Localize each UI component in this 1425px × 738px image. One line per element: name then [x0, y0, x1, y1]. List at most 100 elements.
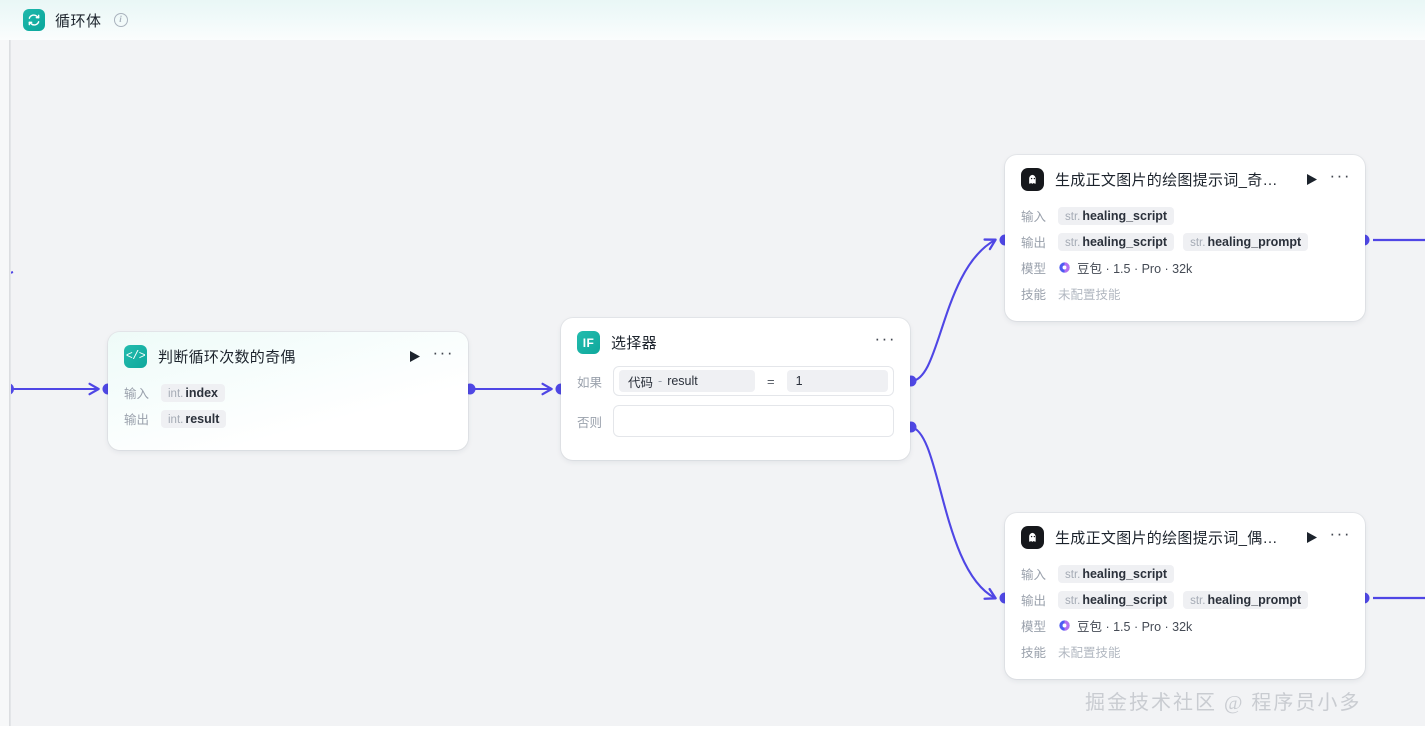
more-options-icon[interactable]: ··· [432, 343, 454, 362]
condition-else-label: 否则 [577, 415, 603, 430]
chip-name: healing_prompt [1207, 234, 1302, 249]
condition-if-box[interactable]: 代码 - result = 1 [613, 366, 894, 396]
llm-odd-row-output: 输出 str.healing_script str.healing_prompt [1021, 232, 1349, 251]
model-value: 豆包 · 1.5 · Pro · 32k [1058, 616, 1192, 635]
node-code-body: 输入 int.index 输出 int.result [108, 383, 468, 442]
chip-type: str. [1065, 568, 1081, 581]
info-icon[interactable]: i [113, 13, 128, 27]
chip-healing-prompt-out: str.healing_prompt [1183, 232, 1309, 251]
node-code-row-input: 输入 int.index [124, 383, 452, 402]
node-condition-title: 选择器 [611, 335, 657, 352]
llm-odd-row-model: 模型 豆包 · 1.5 · Pro · 32k [1021, 258, 1349, 277]
condition-right-value: 1 [795, 374, 803, 388]
chip-healing-prompt-out: str.healing_prompt [1183, 590, 1309, 609]
condition-else-box[interactable] [613, 405, 894, 437]
model-name: 豆包 · 1.5 · Pro · 32k [1077, 620, 1193, 634]
row-label-input: 输入 [1021, 210, 1047, 224]
node-llm-even-body: 输入 str.healing_script 输出 str.healing_scr… [1005, 564, 1365, 675]
model-value: 豆包 · 1.5 · Pro · 32k [1058, 258, 1192, 277]
node-llm-odd-title: 生成正文图片的绘图提示词_奇… [1055, 172, 1278, 189]
chip-healing-script-out: str.healing_script [1058, 232, 1175, 251]
canvas-bottom-gutter [0, 726, 1425, 738]
more-options-icon[interactable]: ··· [874, 329, 896, 348]
more-options-icon[interactable]: ··· [1329, 166, 1351, 185]
chip-type: str. [1190, 236, 1206, 249]
condition-if-row: 如果 代码 - result = 1 [577, 366, 894, 396]
node-condition[interactable]: IF 选择器 ··· 如果 代码 - result = [561, 318, 910, 460]
condition-left-source: 代码 [628, 375, 654, 390]
run-icon[interactable] [1305, 173, 1319, 187]
chip-healing-script-in: str.healing_script [1058, 206, 1175, 225]
doubao-logo-icon [1059, 620, 1070, 631]
page-title: 循环体 [55, 12, 102, 30]
row-label-output: 输出 [1021, 594, 1047, 608]
condition-else-row: 否则 [577, 405, 894, 437]
edge-condition-true-to-llm-odd [910, 238, 997, 383]
ghost-icon [1021, 168, 1044, 191]
code-icon-glyph: </> [125, 350, 146, 363]
node-code-header: </> 判断循环次数的奇偶 ··· [108, 332, 468, 376]
chip-type: str. [1065, 210, 1081, 223]
model-name: 豆包 · 1.5 · Pro · 32k [1077, 262, 1193, 276]
run-icon[interactable] [1305, 531, 1319, 545]
node-llm-odd-body: 输入 str.healing_script 输出 str.healing_scr… [1005, 206, 1365, 317]
chip-name: index [185, 385, 218, 400]
node-condition-body: 如果 代码 - result = 1 否则 [561, 366, 910, 451]
doubao-logo-icon [1059, 262, 1070, 273]
chip-healing-script-out: str.healing_script [1058, 590, 1175, 609]
chip-name: healing_script [1082, 566, 1168, 581]
row-label-model: 模型 [1021, 620, 1047, 634]
node-code[interactable]: </> 判断循环次数的奇偶 ··· 输入 int.index 输出 [108, 332, 468, 450]
canvas-left-gutter [0, 40, 10, 738]
workflow-canvas[interactable]: </> 判断循环次数的奇偶 ··· 输入 int.index 输出 [10, 40, 1425, 726]
skill-value: 未配置技能 [1058, 288, 1121, 302]
llm-even-row-model: 模型 豆包 · 1.5 · Pro · 32k [1021, 616, 1349, 635]
row-label-input: 输入 [124, 387, 150, 401]
ghost-icon [1021, 526, 1044, 549]
chip-type: int. [168, 387, 184, 400]
condition-operator[interactable]: = [767, 373, 775, 389]
row-label-output: 输出 [124, 413, 150, 427]
chip-type: str. [1065, 594, 1081, 607]
llm-even-row-input: 输入 str.healing_script [1021, 564, 1349, 583]
node-llm-odd-header: 生成正文图片的绘图提示词_奇… ··· [1005, 155, 1365, 199]
node-code-title: 判断循环次数的奇偶 [158, 349, 296, 366]
row-label-skill: 技能 [1021, 288, 1047, 302]
llm-odd-row-input: 输入 str.healing_script [1021, 206, 1349, 225]
skill-value: 未配置技能 [1058, 646, 1121, 660]
node-condition-header: IF 选择器 ··· [561, 318, 910, 362]
more-options-icon[interactable]: ··· [1329, 524, 1351, 543]
chip-name: healing_script [1082, 234, 1168, 249]
node-code-row-output: 输出 int.result [124, 409, 452, 428]
edge-condition-false-to-llm-even [910, 425, 997, 600]
port-canvas-entry [11, 383, 14, 395]
if-icon: IF [577, 331, 600, 354]
condition-left-value: result [667, 374, 698, 388]
condition-left-dash: - [658, 374, 663, 388]
llm-odd-row-skill: 技能 未配置技能 [1021, 284, 1349, 303]
llm-even-row-skill: 技能 未配置技能 [1021, 642, 1349, 661]
node-llm-even[interactable]: 生成正文图片的绘图提示词_偶… ··· 输入 str.healing_scrip… [1005, 513, 1365, 679]
llm-even-row-output: 输出 str.healing_script str.healing_prompt [1021, 590, 1349, 609]
node-llm-even-title: 生成正文图片的绘图提示词_偶… [1055, 530, 1278, 547]
chip-name: healing_script [1082, 592, 1168, 607]
run-icon[interactable] [408, 350, 422, 364]
chip-healing-script-in: str.healing_script [1058, 564, 1175, 583]
edge-incoming-stub [11, 271, 14, 274]
row-label-output: 输出 [1021, 236, 1047, 250]
app-header: 循环体 i [0, 0, 1425, 40]
chip-type: int. [168, 413, 184, 426]
chip-index: int.index [161, 383, 225, 402]
node-llm-odd[interactable]: 生成正文图片的绘图提示词_奇… ··· 输入 str.healing_scrip… [1005, 155, 1365, 321]
node-llm-even-header: 生成正文图片的绘图提示词_偶… ··· [1005, 513, 1365, 557]
row-label-model: 模型 [1021, 262, 1047, 276]
if-icon-glyph: IF [582, 335, 595, 350]
chip-type: str. [1190, 594, 1206, 607]
chip-name: healing_script [1082, 208, 1168, 223]
chip-name: result [185, 411, 220, 426]
loop-icon [23, 9, 45, 31]
condition-left-operand[interactable]: 代码 - result [619, 370, 755, 392]
chip-result: int.result [161, 409, 227, 428]
condition-right-operand[interactable]: 1 [786, 370, 888, 392]
